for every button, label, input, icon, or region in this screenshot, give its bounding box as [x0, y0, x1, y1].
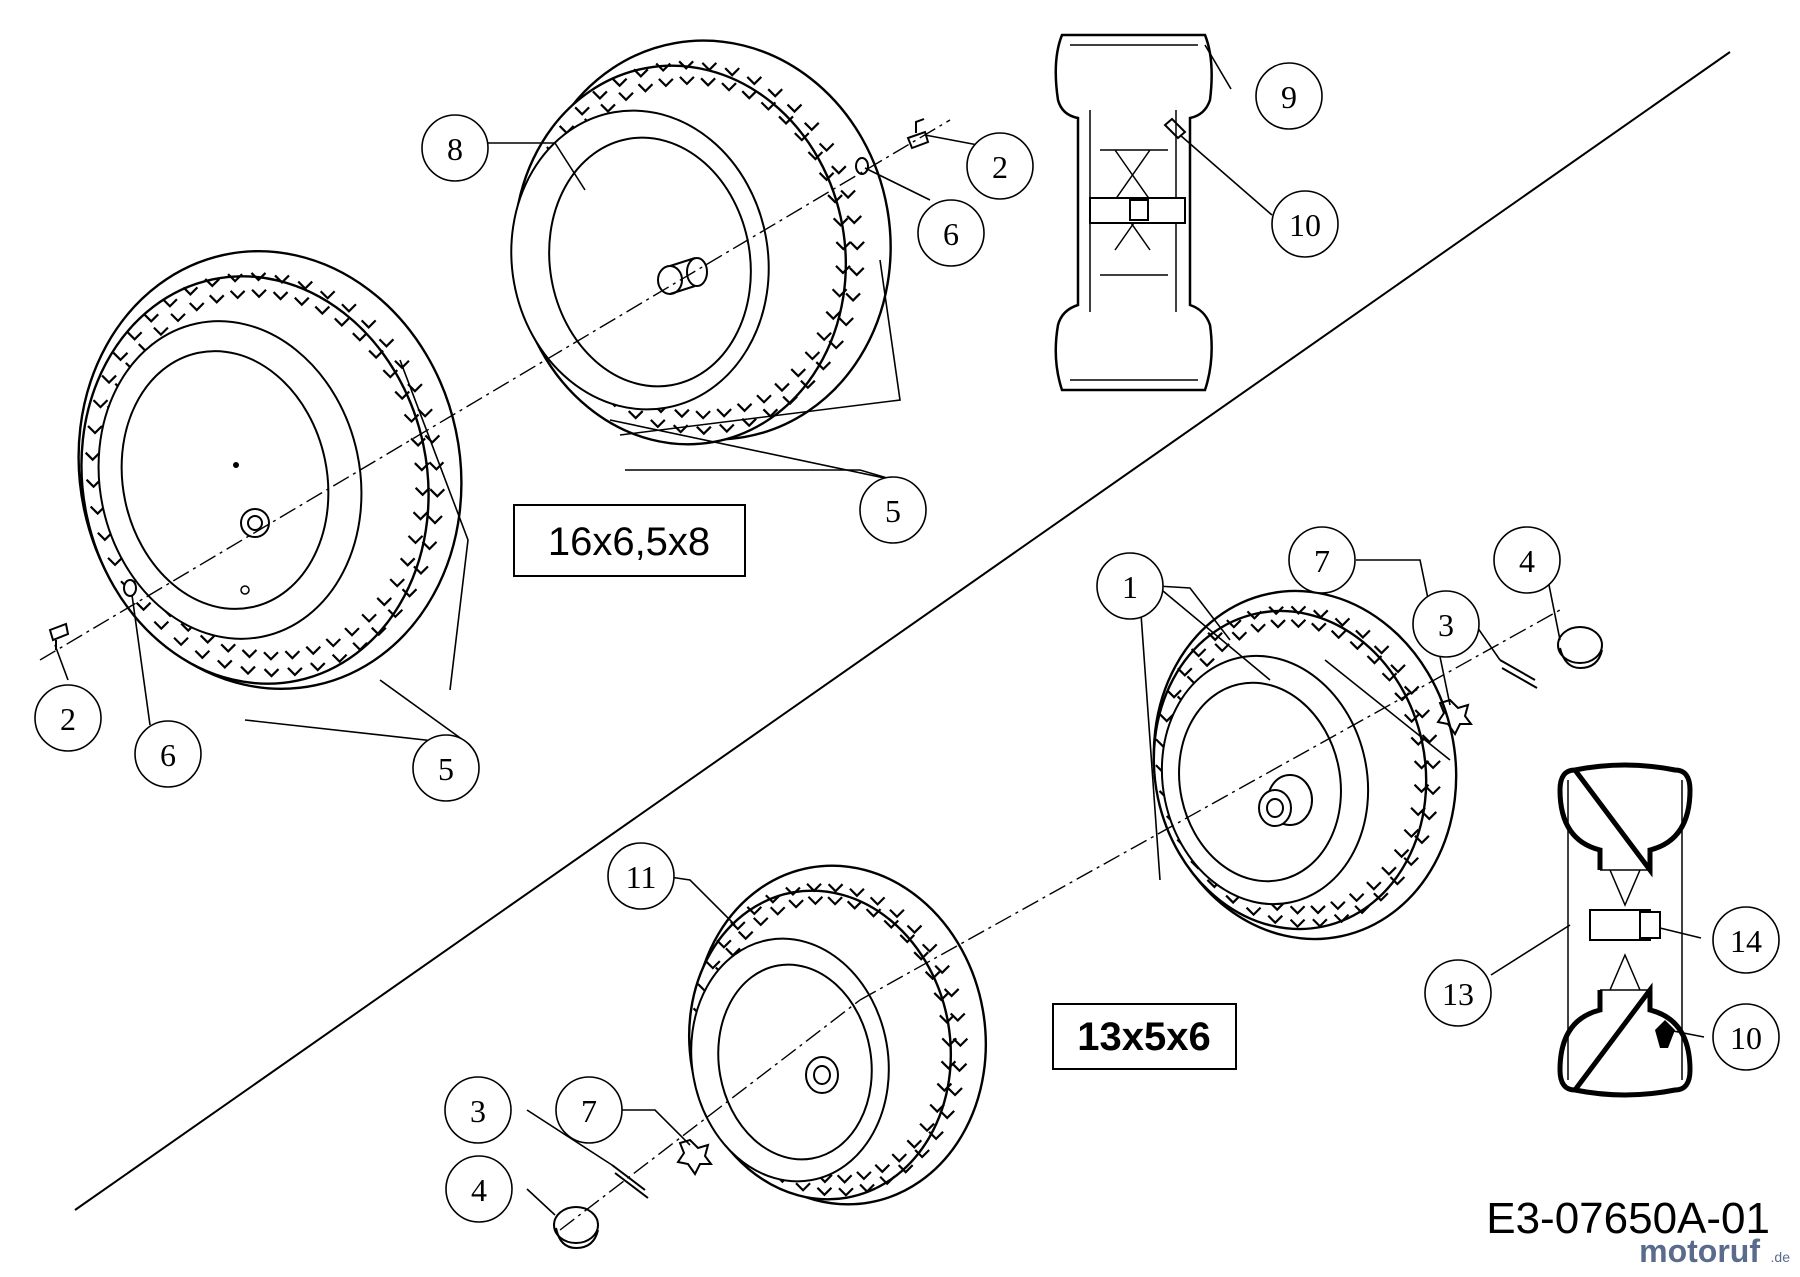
callout-9: 9 [1255, 62, 1323, 130]
svg-text:.de: .de [1771, 1249, 1791, 1265]
tire-cross-section-upper [1054, 33, 1213, 392]
svg-text:11: 11 [626, 859, 657, 895]
leader-lines [54, 44, 1705, 1216]
svg-text:13x5x6: 13x5x6 [1077, 1015, 1210, 1059]
callout-2-top: 2 [966, 132, 1034, 200]
callout-6-left: 6 [134, 720, 202, 788]
svg-text:8: 8 [447, 131, 463, 167]
svg-text:7: 7 [581, 1093, 597, 1129]
svg-text:7: 7 [1314, 543, 1330, 579]
svg-text:motoruf: motoruf [1639, 1233, 1760, 1269]
callout-11: 11 [607, 842, 675, 910]
callout-3-right: 3 [1412, 590, 1480, 658]
callout-7-left: 7 [555, 1076, 623, 1144]
callout-2-left: 2 [34, 684, 102, 752]
callout-4-right: 4 [1493, 526, 1561, 594]
tire-cross-section-lower [1557, 762, 1693, 1098]
svg-text:3: 3 [1438, 607, 1454, 643]
drawing-number: E3-07650A-01 [1486, 1194, 1770, 1243]
callout-13: 13 [1424, 959, 1492, 1027]
callout-7-right: 7 [1288, 526, 1356, 594]
callout-10-top: 10 [1271, 190, 1339, 258]
svg-text:4: 4 [471, 1172, 487, 1208]
svg-text:14: 14 [1730, 923, 1762, 959]
svg-text:10: 10 [1289, 207, 1321, 243]
wheel-small-right [1152, 589, 1458, 941]
svg-text:1: 1 [1122, 569, 1138, 605]
callout-1: 1 [1096, 552, 1164, 620]
svg-text:10: 10 [1730, 1020, 1762, 1056]
separator-line [74, 51, 1731, 1211]
callout-3-left: 3 [444, 1076, 512, 1144]
bracket-lines [399, 259, 1451, 881]
callout-6-top: 6 [917, 199, 985, 267]
svg-text:4: 4 [1519, 543, 1535, 579]
wheel-large-center [510, 39, 892, 446]
hardware [48, 118, 1603, 1250]
callout-10-bottom: 10 [1712, 1003, 1780, 1071]
svg-text:5: 5 [885, 493, 901, 529]
svg-text:2: 2 [60, 701, 76, 737]
callout-5-left: 5 [412, 734, 480, 802]
size-label-upper: 16x6,5x8 [513, 504, 746, 577]
callout-14: 14 [1712, 906, 1780, 974]
svg-text:9: 9 [1281, 79, 1297, 115]
svg-text:6: 6 [160, 737, 176, 773]
svg-text:16x6,5x8: 16x6,5x8 [548, 520, 710, 564]
svg-text:13: 13 [1442, 976, 1474, 1012]
svg-text:5: 5 [438, 751, 454, 787]
callout-8: 8 [421, 114, 489, 182]
svg-text:6: 6 [943, 216, 959, 252]
svg-text:2: 2 [992, 149, 1008, 185]
watermark: motoruf .de [1639, 1233, 1790, 1269]
callout-4-left: 4 [445, 1155, 513, 1223]
svg-text:3: 3 [470, 1093, 486, 1129]
callout-5-top: 5 [859, 476, 927, 544]
wheel-small-left [687, 864, 988, 1206]
size-label-lower: 13x5x6 [1052, 1003, 1237, 1070]
wheel-large-left [77, 250, 463, 690]
